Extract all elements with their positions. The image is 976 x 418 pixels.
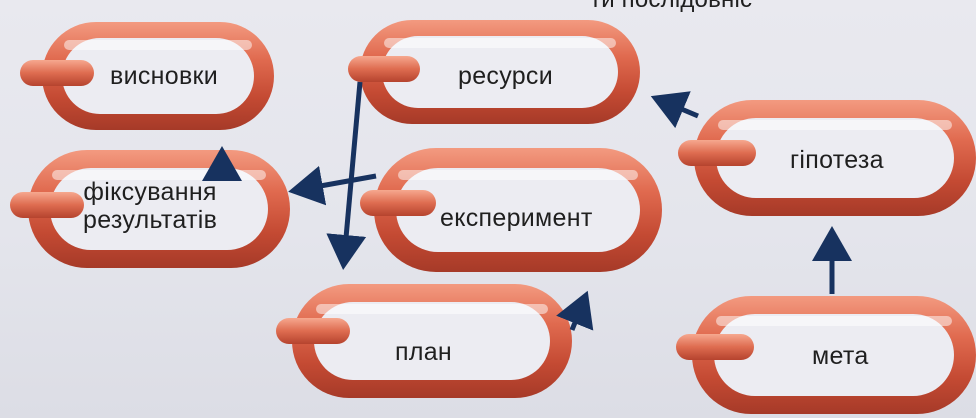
- arrow-hypothesis-to-resources: [660, 100, 698, 116]
- label-hypothesis: гіпотеза: [790, 146, 884, 174]
- label-plan: план: [395, 338, 452, 366]
- arrow-resources-to-plan: [344, 82, 360, 260]
- label-recording-line2: результатів: [83, 206, 217, 234]
- label-conclusions: висновки: [110, 62, 218, 90]
- arrow-experiment-to-recording: [298, 176, 376, 190]
- label-resources: ресурси: [458, 62, 553, 90]
- label-goal: мета: [812, 342, 869, 370]
- label-recording-line1: фіксування: [83, 178, 217, 206]
- arrow-plan-to-experiment: [572, 300, 584, 330]
- label-experiment: експеримент: [440, 204, 593, 232]
- label-recording: фіксування результатів: [83, 178, 217, 234]
